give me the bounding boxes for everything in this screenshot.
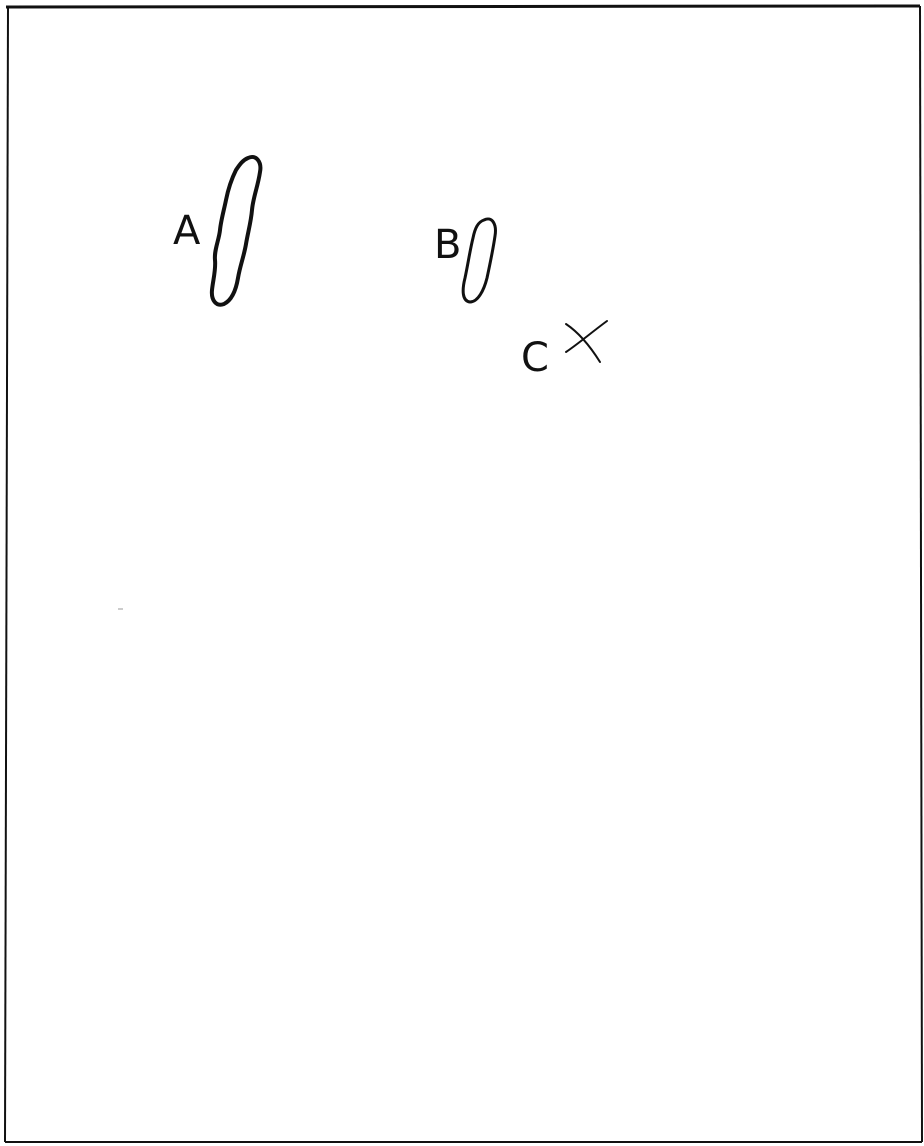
figure-frame	[4, 4, 923, 1143]
object-a-loop	[209, 155, 263, 307]
frame-top	[5, 4, 921, 9]
object-c: C	[521, 320, 608, 381]
label-b: B	[434, 222, 461, 268]
frame-right	[919, 5, 923, 1143]
object-c-cross	[565, 320, 608, 363]
frame-left	[4, 6, 9, 1143]
label-c: C	[521, 335, 549, 381]
object-b-loop	[461, 217, 497, 304]
object-a: A	[173, 155, 263, 307]
label-a: A	[173, 208, 201, 254]
object-b: B	[434, 217, 497, 304]
